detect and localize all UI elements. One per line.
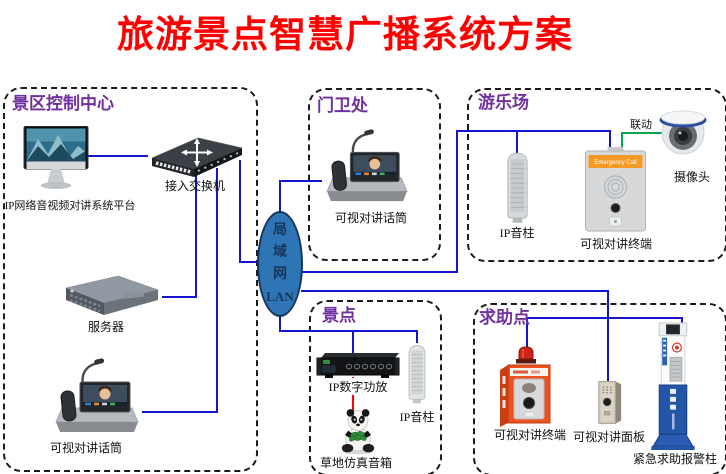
line-switch-intercom [142,168,218,413]
lan-label-en: LAN [266,289,294,304]
label-platform: IP网络音视频对讲系统平台 [4,200,136,212]
line-lan-playground [301,130,611,273]
lan-char: 局 [273,223,287,238]
label-ip-speaker-scenic: IP音柱 [399,410,435,424]
label-server: 服务器 [87,320,125,334]
video-intercom-terminal [500,346,551,427]
zone-label-scenic-spot: 景点 [322,306,356,325]
panda-lawn-speaker [341,409,375,455]
video-intercom-mic [326,129,408,202]
emergency-call-banner: Emergency Call [594,160,636,166]
lan-cloud: 局 域 网 LAN [257,211,303,317]
label-alarm-pole: 紧急求助报警柱 [632,452,718,466]
switch-arrows-icon [186,143,208,162]
label-ip-speaker-playground: IP音柱 [499,226,535,240]
zone-box-gate [308,88,441,261]
label-linkage: 联动 [630,119,652,131]
label-access-switch: 接入交换机 [164,179,226,193]
emergency-alarm-pole [651,322,695,450]
zone-box-control-center [3,87,258,472]
label-terminal-help: 可视对讲终端 [493,428,567,442]
video-intercom-terminal: Emergency Call [585,147,646,232]
ip-column-speaker [408,345,426,404]
zone-label-gate: 门卫处 [317,96,368,115]
label-amplifier: IP数字功放 [327,378,389,395]
label-camera: 摄像头 [673,170,711,184]
dome-camera [659,110,707,155]
label-terminal-playground: 可视对讲终端 [579,237,653,251]
server [64,275,160,315]
zone-label-help-point: 求助点 [479,308,530,327]
video-intercom-panel [598,381,622,424]
ip-digital-amplifier [316,353,400,378]
line-switch-server [162,168,197,298]
lan-char: 网 [273,267,287,282]
page-title: 旅游景点智慧广播系统方案 [117,15,573,56]
imac-computer [23,126,89,189]
label-panda-speaker: 草地仿真音箱 [319,456,393,470]
line-switch-lan [239,160,258,263]
ip-column-speaker [507,152,528,223]
video-intercom-mic [55,358,139,432]
zone-label-playground: 游乐场 [478,93,529,112]
line-lan-gate [279,180,322,214]
line-linkage-camera [621,132,676,151]
line-lan-helppoint [301,290,609,382]
network-switch [151,137,243,177]
zone-box-scenic-spot [309,300,442,474]
zone-label-control-center: 景区控制中心 [12,94,114,113]
label-intercom-mic-gate: 可视对讲话筒 [334,211,408,225]
label-intercom-panel: 可视对讲面板 [572,430,646,444]
line-lan-scenic [279,314,418,343]
label-intercom-mic-cc: 可视对讲话筒 [49,441,123,455]
lan-char: 域 [273,245,287,260]
